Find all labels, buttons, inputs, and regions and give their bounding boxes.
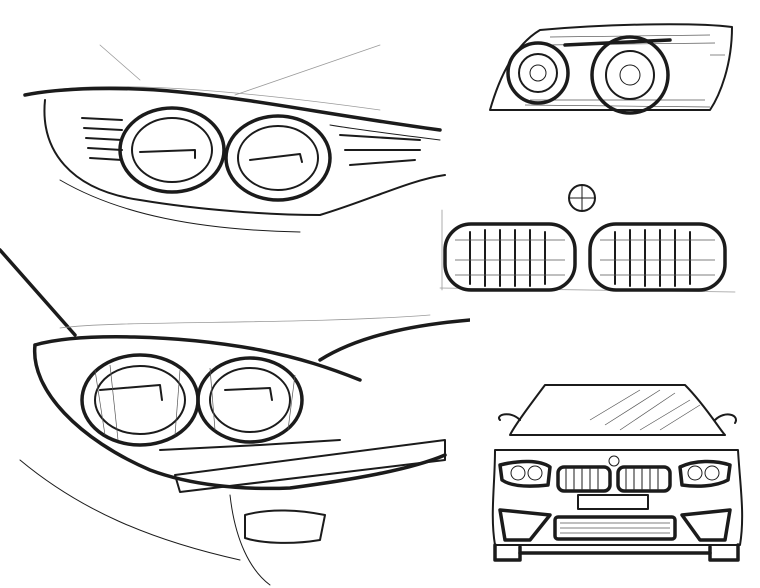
car-front-view-sketch xyxy=(490,375,750,585)
roundel-emblem xyxy=(568,184,596,212)
headlight-sketch-top-left xyxy=(0,0,480,260)
kidney-grille-sketch xyxy=(430,180,740,300)
headlight-sketch-bottom-left xyxy=(0,240,470,588)
twin-headlight-sketch xyxy=(470,15,750,125)
